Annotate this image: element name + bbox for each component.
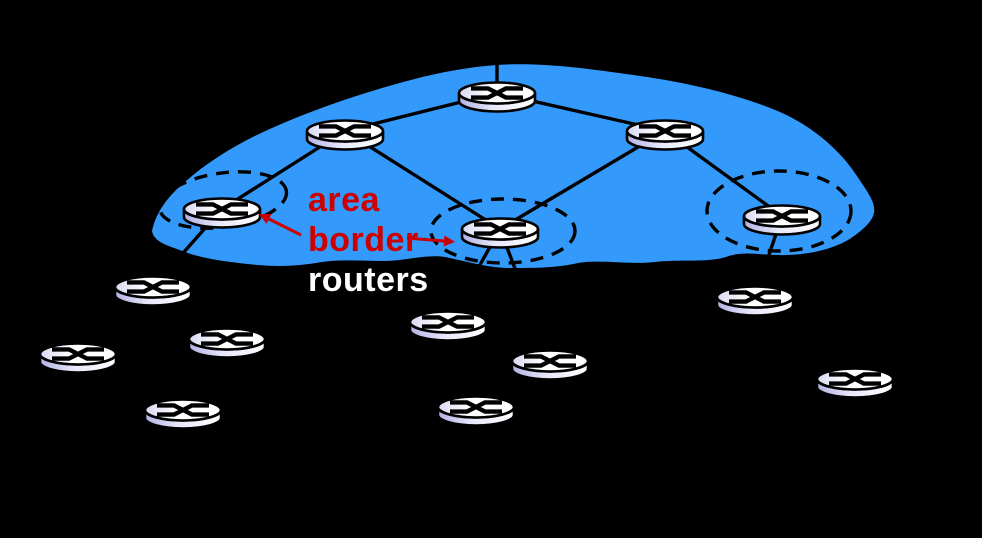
router-cross-arrows-glyph — [127, 280, 179, 294]
router-icon-r14-area-3 — [715, 285, 795, 317]
router-icon-r13-area-2 — [436, 395, 516, 427]
router-icon-r1-backbone — [457, 81, 537, 113]
label-line-border: border — [308, 221, 419, 259]
router-icon-r9-area-1 — [187, 327, 267, 359]
router-cross-arrows-glyph — [157, 403, 209, 417]
label-line-area: area — [308, 181, 381, 219]
router-cross-arrows-glyph — [201, 332, 253, 346]
arrow-shaft — [268, 217, 302, 237]
router-cross-arrows-glyph — [52, 347, 104, 361]
label-line-routers: routers — [308, 261, 429, 299]
pointer-arrow-1 — [259, 214, 302, 237]
pointer-arrow-2 — [406, 235, 455, 247]
area-dashed-ellipse-2 — [429, 197, 577, 265]
router-cross-arrows-glyph — [196, 202, 248, 216]
router-icon-r8-area-1 — [38, 342, 118, 374]
router-cross-arrows-glyph — [474, 222, 526, 236]
router-cross-arrows-glyph — [319, 124, 371, 138]
router-icon-r12-area-2 — [510, 349, 590, 381]
router-icon-r4-area-border — [182, 197, 262, 229]
router-cross-arrows-glyph — [639, 124, 691, 138]
router-cross-arrows-glyph — [524, 354, 576, 368]
router-icon-r7-area-1 — [113, 275, 193, 307]
router-cross-arrows-glyph — [829, 372, 881, 386]
router-cross-arrows-glyph — [471, 86, 523, 100]
arrow-head-icon — [259, 214, 272, 224]
router-icon-r2-backbone — [305, 119, 385, 151]
router-cross-arrows-glyph — [756, 209, 808, 223]
backbone-area-blob — [152, 64, 875, 268]
router-icon-r6-area-border — [742, 204, 822, 236]
arrow-head-icon — [443, 235, 455, 247]
router-icon-r5-area-border — [460, 217, 540, 249]
router-icon-r3-backbone — [625, 119, 705, 151]
router-icon-r11-area-2 — [408, 310, 488, 342]
arrow-shaft — [406, 236, 445, 243]
router-cross-arrows-glyph — [729, 290, 781, 304]
router-cross-arrows-glyph — [422, 315, 474, 329]
router-icon-r10-area-1 — [143, 398, 223, 430]
area-dashed-ellipse-3 — [705, 169, 853, 253]
router-icon-r15-area-3 — [815, 367, 895, 399]
link-r5-r12 — [498, 228, 552, 362]
router-cross-arrows-glyph — [450, 400, 502, 414]
